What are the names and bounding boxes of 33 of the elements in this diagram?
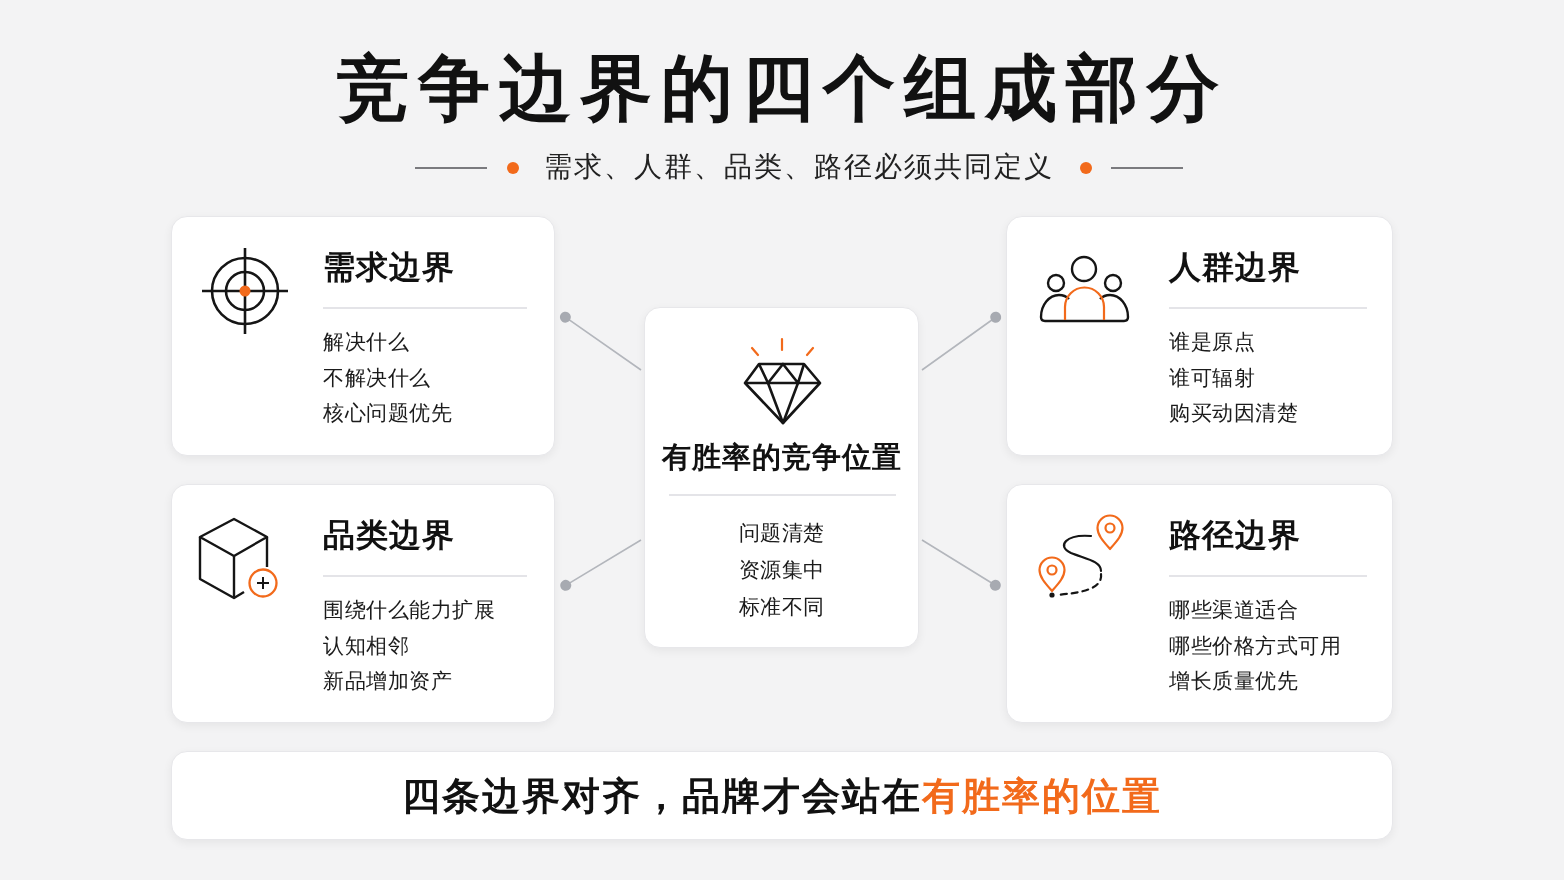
card-text: 哪些价格方式可用 — [1169, 632, 1341, 660]
card-text: 增长质量优先 — [1169, 668, 1298, 695]
connector-line — [557, 539, 642, 591]
hub-card — [644, 307, 919, 648]
card-text: 问题清楚 — [738, 520, 825, 547]
card — [1006, 216, 1393, 456]
card-text: 购买动因清楚 — [1169, 400, 1298, 427]
banner-text: 四条边界对齐，品牌才会站在有胜率的位置 — [402, 773, 1162, 819]
card-title: 需求边界 — [323, 248, 455, 286]
card-text: 围绕什么能力扩展 — [323, 597, 495, 624]
title: 竞争边界的四个组成部分 — [336, 45, 1228, 132]
card-text: 认知相邻 — [323, 632, 409, 660]
card-title: 路径边界 — [1169, 516, 1301, 554]
subtitle: 需求、人群、品类、路径必须共同定义 — [544, 149, 1054, 185]
card-text: 资源集中 — [738, 557, 825, 584]
connector-line — [921, 311, 1004, 371]
card-text: 不解决什么 — [323, 364, 431, 392]
connector-line — [557, 311, 642, 371]
card-text: 核心问题优先 — [323, 400, 452, 427]
banner — [171, 751, 1393, 840]
card-text: 标准不同 — [738, 594, 825, 621]
card-title: 人群边界 — [1169, 248, 1301, 286]
connector-line — [921, 539, 1004, 591]
card — [171, 484, 555, 723]
card-text: 谁可辐射 — [1169, 364, 1255, 392]
card-title: 品类边界 — [323, 516, 455, 554]
card-text: 谁是原点 — [1169, 329, 1255, 356]
card — [171, 216, 555, 456]
card-text: 新品增加资产 — [323, 668, 452, 695]
card-text: 哪些渠道适合 — [1169, 597, 1298, 624]
card — [1006, 484, 1393, 723]
card-text: 解决什么 — [323, 329, 409, 356]
card-title: 有胜率的竞争位置 — [661, 439, 902, 475]
